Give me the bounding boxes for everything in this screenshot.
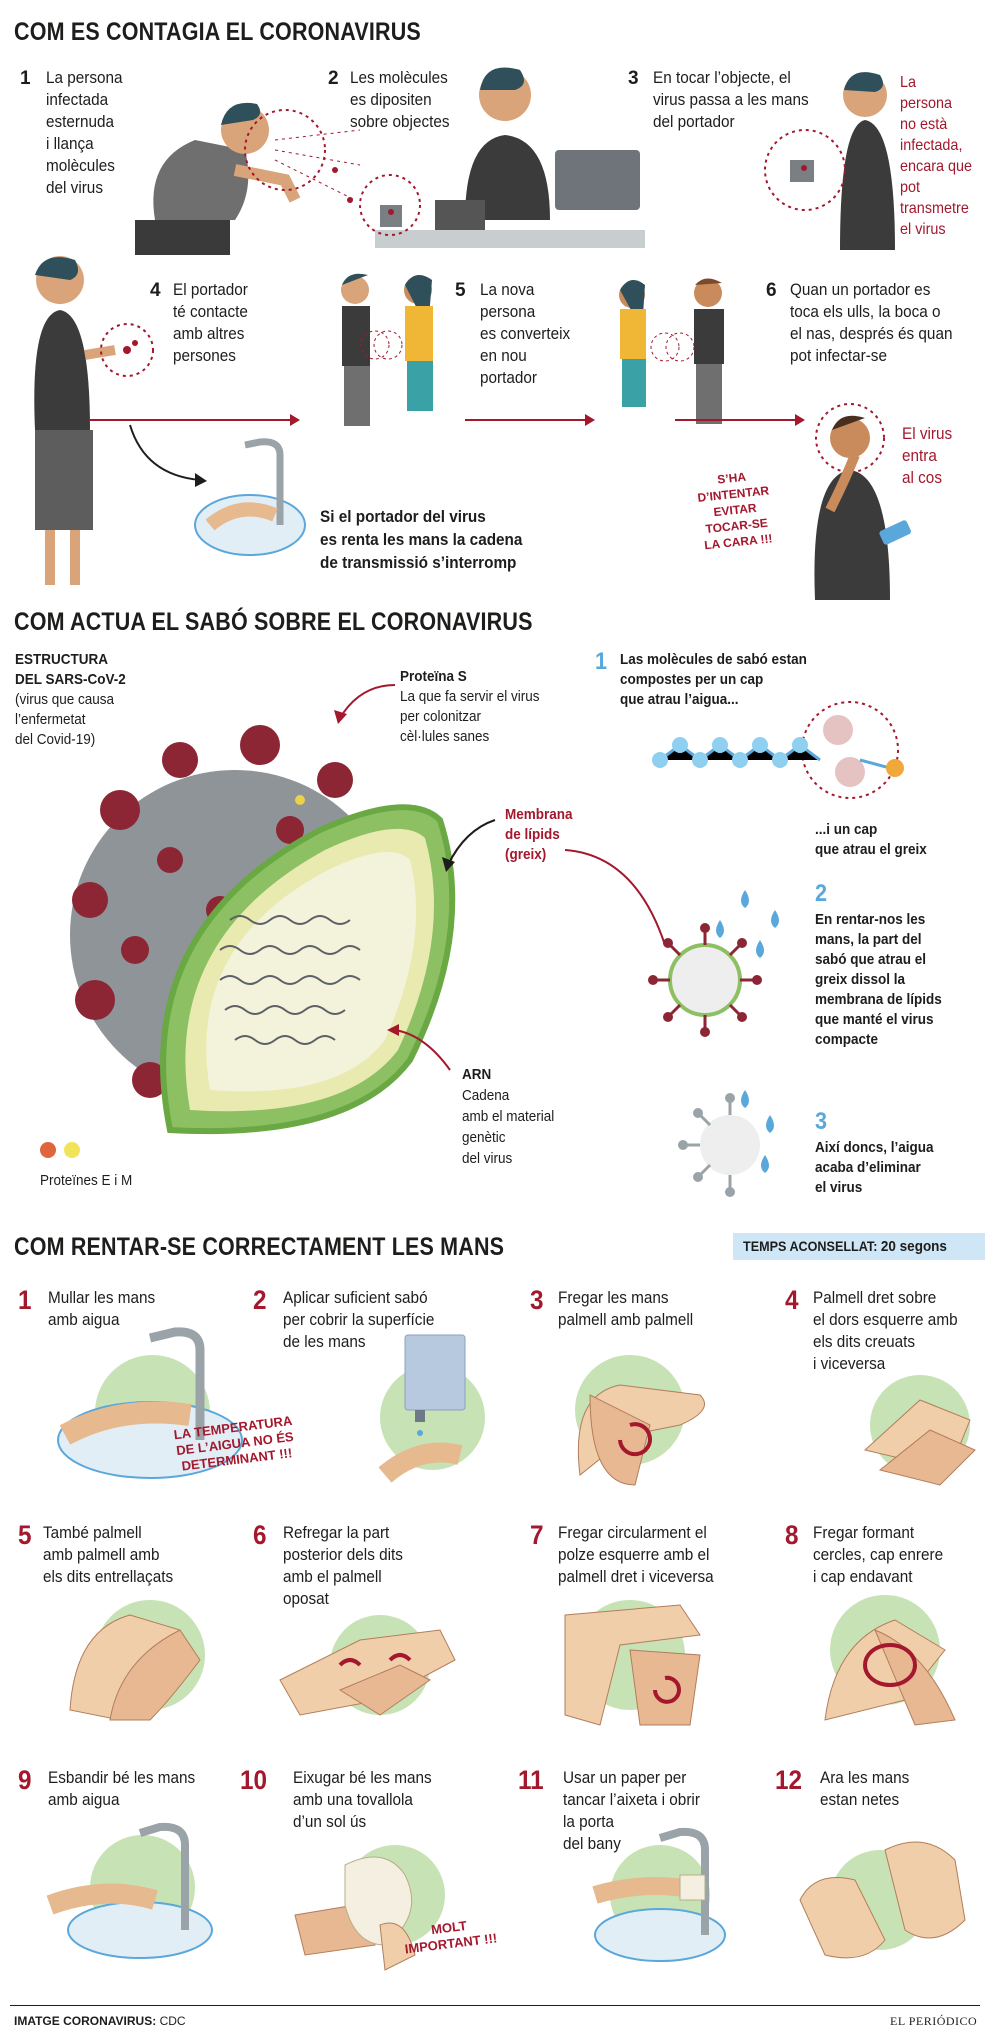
carrier-touching-object-illustration bbox=[764, 72, 895, 250]
wash-step-number: 2 bbox=[253, 1285, 267, 1315]
soap-step-text: Las molècules de sabó estan compostes pe… bbox=[620, 651, 807, 708]
wash-step-text: Eixugar bé les mans amb una tovallola d’… bbox=[293, 1768, 432, 1831]
step-text: En tocar l’objecte, el virus passa a les… bbox=[653, 68, 809, 131]
protein-e-m-dots bbox=[40, 1142, 80, 1158]
wash-step-text: Refregar la part posterior dels dits amb… bbox=[283, 1523, 403, 1608]
palm-to-palm-illustration bbox=[577, 1384, 705, 1486]
person-touching-face-illustration bbox=[814, 403, 911, 600]
soap-dispenser-illustration bbox=[378, 1334, 466, 1483]
section-title-handwashing: COM RENTAR-SE CORRECTAMENT LES MANS bbox=[14, 1233, 505, 1261]
step-number: 2 bbox=[328, 68, 339, 89]
handwash-breaks-chain-note: Si el portador del virus es renta les ma… bbox=[320, 507, 523, 572]
soap-molecule-illustration bbox=[652, 701, 904, 799]
thumb-rub-illustration bbox=[564, 1604, 701, 1726]
sink-handwash-illustration bbox=[194, 438, 306, 556]
carrier-not-infected-note: La persona no està infectada, encara que… bbox=[900, 74, 973, 238]
wash-step-number: 3 bbox=[530, 1285, 544, 1315]
wash-step-text: Esbandir bé les mans amb aigua bbox=[48, 1768, 196, 1809]
curved-arrow-icon bbox=[129, 424, 207, 487]
wash-step-text: També palmell amb palmell amb els dits e… bbox=[43, 1523, 174, 1586]
wash-step-text: Ara les mans estan netes bbox=[820, 1768, 910, 1809]
arn-title: ARN bbox=[462, 1066, 492, 1083]
wash-step-text: Mullar les mans amb aigua bbox=[48, 1288, 156, 1329]
wash-step-number: 11 bbox=[518, 1765, 544, 1795]
step-number: 4 bbox=[150, 280, 161, 301]
recommended-time-badge: TEMPS ACONSELLAT: 20 segons bbox=[733, 1233, 985, 1260]
wash-step-number: 6 bbox=[253, 1520, 267, 1550]
section-title-contagion: COM ES CONTAGIA EL CORONAVIRUS bbox=[14, 18, 421, 46]
paper-close-tap-illustration bbox=[592, 1827, 726, 1962]
wash-step-text: Usar un paper per tancar l’aixeta i obri… bbox=[563, 1768, 700, 1853]
arrow-right-icon bbox=[90, 414, 300, 426]
two-people-contact-illustration bbox=[341, 273, 433, 426]
wash-step-number: 8 bbox=[785, 1520, 799, 1550]
credit-value: CDC bbox=[159, 2014, 186, 2028]
new-carrier-contact-illustration bbox=[619, 278, 724, 424]
clean-hands-illustration bbox=[799, 1841, 966, 1959]
wash-step-text: Fregar formant cercles, cap enrere i cap… bbox=[813, 1523, 944, 1586]
wash-step-text: Aplicar suficient sabó per cobrir la sup… bbox=[283, 1288, 435, 1351]
wet-hands-sink-illustration bbox=[57, 1327, 243, 1479]
virus-dissolving-illustration bbox=[648, 890, 779, 1037]
arrow-right-icon bbox=[465, 414, 595, 426]
step-text: La persona infectada esternuda i llança … bbox=[46, 68, 123, 197]
brand-logo: EL PERIÓDICO bbox=[890, 2014, 978, 2028]
arrow-right-icon bbox=[675, 414, 805, 426]
interlaced-fingers-illustration bbox=[69, 1614, 201, 1721]
wash-step-number: 12 bbox=[775, 1765, 803, 1795]
sneezing-person-illustration bbox=[135, 102, 361, 255]
footer-rule bbox=[10, 2005, 980, 2006]
step-text: Quan un portador es toca els ulls, la bo… bbox=[790, 280, 953, 365]
membrane-to-soap-line bbox=[564, 849, 666, 946]
wash-step-text: Fregar les mans palmell amb palmell bbox=[558, 1288, 694, 1329]
section-title-soap: COM ACTUA EL SABÓ SOBRE EL CORONAVIRUS bbox=[14, 608, 533, 636]
desk-objects-illustration bbox=[359, 67, 645, 248]
lipid-membrane-label: Membrana de lípids (greix) bbox=[505, 806, 573, 863]
wash-step-number: 1 bbox=[18, 1285, 32, 1315]
proteins-e-m-label: Proteïnes E i M bbox=[40, 1172, 133, 1189]
virus-eliminated-illustration bbox=[678, 1090, 774, 1197]
wash-step-text: Palmell dret sobre el dors esquerre amb … bbox=[813, 1288, 958, 1373]
step-text: Les molècules es dipositen sobre objecte… bbox=[350, 68, 450, 131]
soap-step-number: 2 bbox=[815, 880, 828, 907]
pointer-arrow-icon bbox=[387, 1024, 451, 1071]
step-number: 3 bbox=[628, 68, 639, 89]
step-number: 6 bbox=[766, 280, 777, 301]
fingertips-circles-illustration bbox=[824, 1619, 956, 1726]
time-label: TEMPS ACONSELLAT: bbox=[743, 1238, 878, 1254]
coronavirus-structure-illustration bbox=[70, 725, 456, 1135]
step-number: 5 bbox=[455, 280, 466, 301]
arn-text: Cadena amb el material genètic del virus bbox=[462, 1087, 555, 1167]
structure-subtitle: (virus que causa l’enfermetat del Covid-… bbox=[15, 691, 115, 748]
wash-step-number: 5 bbox=[18, 1520, 32, 1550]
protein-s-text: La que fa servir el virus per colonitzar… bbox=[400, 688, 540, 745]
soap-step-number: 3 bbox=[815, 1108, 828, 1135]
carrier-standing-illustration bbox=[34, 256, 154, 585]
back-of-fingers-illustration bbox=[279, 1629, 456, 1716]
structure-title: ESTRUCTURA DEL SARS-CoV-2 bbox=[15, 651, 126, 688]
soap-step-text: Així doncs, l’aigua acaba d’eliminar el … bbox=[815, 1139, 934, 1196]
soap-step-text: ...i un cap que atrau el greix bbox=[815, 821, 927, 858]
virus-enters-note: El virus entra al cos bbox=[902, 424, 953, 487]
towel-dry-illustration bbox=[294, 1856, 416, 1971]
step-number: 1 bbox=[20, 68, 31, 89]
step-text: El portador té contacte amb altres perso… bbox=[173, 280, 248, 365]
image-credit: IMATGE CORONAVIRUS: CDC bbox=[14, 2014, 186, 2028]
step-text: La nova persona es converteix en nou por… bbox=[480, 280, 571, 387]
pointer-arrow-icon bbox=[442, 819, 496, 872]
soap-step-number: 1 bbox=[595, 648, 608, 675]
pointer-arrow-icon bbox=[334, 684, 396, 724]
rinse-hands-illustration bbox=[46, 1822, 213, 1959]
wash-step-text: Fregar circularment el polze esquerre am… bbox=[558, 1523, 714, 1586]
protein-s-title: Proteïna S bbox=[400, 668, 467, 685]
wash-step-number: 9 bbox=[18, 1765, 32, 1795]
time-value: 20 segons bbox=[880, 1238, 947, 1255]
palm-over-back-illustration bbox=[863, 1399, 976, 1486]
soap-step-text: En rentar-nos les mans, la part del sabó… bbox=[815, 911, 942, 1048]
avoid-touching-face-stamp: S’HA D’INTENTAR EVITAR TOCAR-SE LA CARA … bbox=[696, 469, 774, 553]
wash-step-number: 4 bbox=[785, 1285, 799, 1315]
credit-label: IMATGE CORONAVIRUS: bbox=[14, 2014, 157, 2028]
wash-step-number: 7 bbox=[530, 1520, 544, 1550]
wash-step-number: 10 bbox=[240, 1765, 268, 1795]
